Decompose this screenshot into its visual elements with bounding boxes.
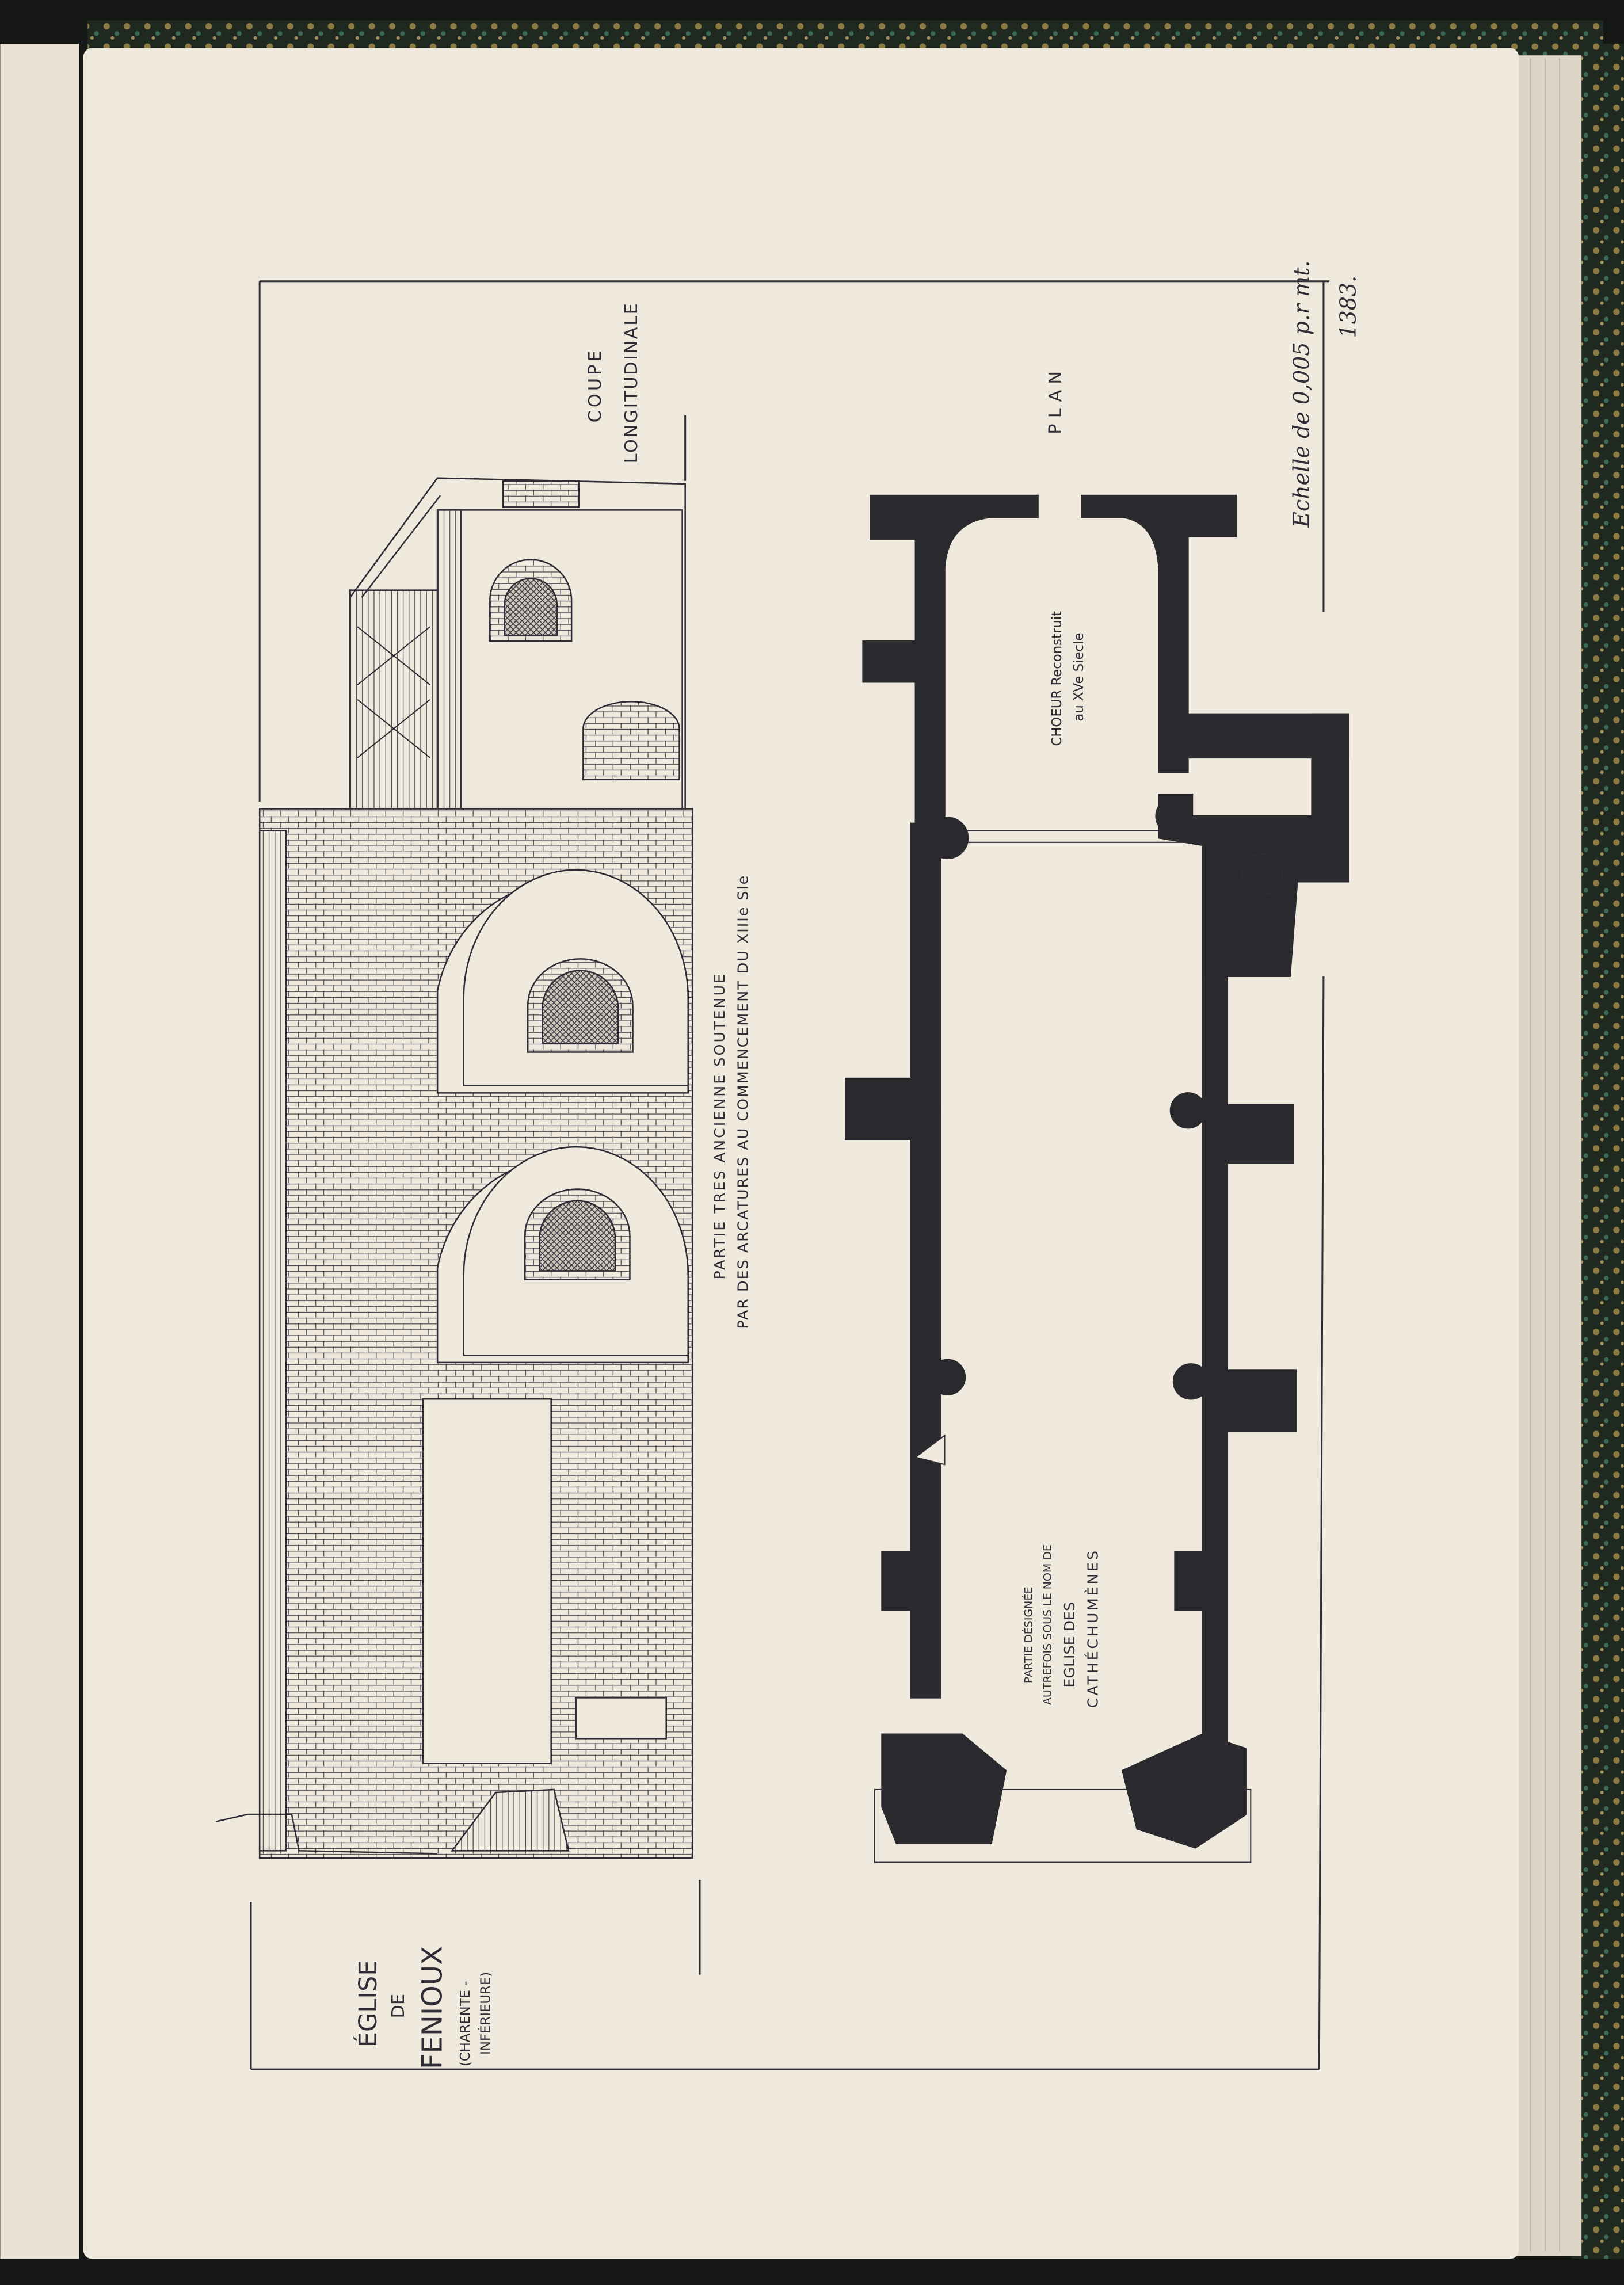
choir-note: CHOEUR Reconstruit au XVe Siecle (1050, 611, 1087, 746)
plate-frame (250, 280, 1330, 2070)
page-number: 1383. (1336, 276, 1361, 338)
page-number-text: 1383. (1336, 276, 1361, 338)
plan-label-text: PLAN (1046, 365, 1066, 434)
section-label-line2: LONGITUDINALE (622, 302, 642, 464)
section-note-line1: PARTIE TRES ANCIENNE SOUTENUE (711, 972, 728, 1280)
plan-drawing (844, 494, 1349, 1849)
nave-note-line3: EGLISE DES (1061, 1602, 1078, 1688)
title-line5: INFÉRIEURE) (477, 1972, 493, 2055)
nave-note-line4: CATHÉCHUMÈNES (1084, 1548, 1101, 1708)
plan-outlines (874, 830, 1284, 1863)
left-page-edge (0, 43, 79, 2259)
section-label-line1: COUPE (585, 348, 605, 422)
choir-note-line2: au XVe Siecle (1072, 633, 1087, 722)
title-line1: ÉGLISE (353, 1960, 383, 2047)
nave-note-line2: AUTREFOIS SOUS LE NOM DE (1041, 1544, 1054, 1705)
title-line4: (CHARENTE - (458, 1981, 473, 2067)
section-note: PARTIE TRES ANCIENNE SOUTENUE PAR DES AR… (711, 875, 752, 1329)
plate-title: ÉGLISE DE FENIOUX (CHARENTE - INFÉRIEURE… (353, 1946, 494, 2069)
scale-note-text: Echelle de 0,005 p.r mt. (1289, 261, 1314, 528)
nave-note: PARTIE DÉSIGNÉE AUTREFOIS SOUS LE NOM DE… (1021, 1544, 1101, 1708)
scale-note: Echelle de 0,005 p.r mt. (1289, 261, 1314, 528)
plan-label: PLAN (1046, 365, 1066, 434)
title-line3: FENIOUX (417, 1946, 449, 2069)
choir-note-line1: CHOEUR Reconstruit (1050, 611, 1065, 746)
nave-note-line1: PARTIE DÉSIGNÉE (1021, 1587, 1035, 1683)
section-label: COUPE LONGITUDINALE (585, 302, 642, 464)
section-note-line2: PAR DES ARCATURES AU COMMENCEMENT DU XII… (734, 875, 752, 1329)
longitudinal-section-drawing (215, 477, 693, 1859)
title-line2: DE (388, 1994, 409, 2019)
